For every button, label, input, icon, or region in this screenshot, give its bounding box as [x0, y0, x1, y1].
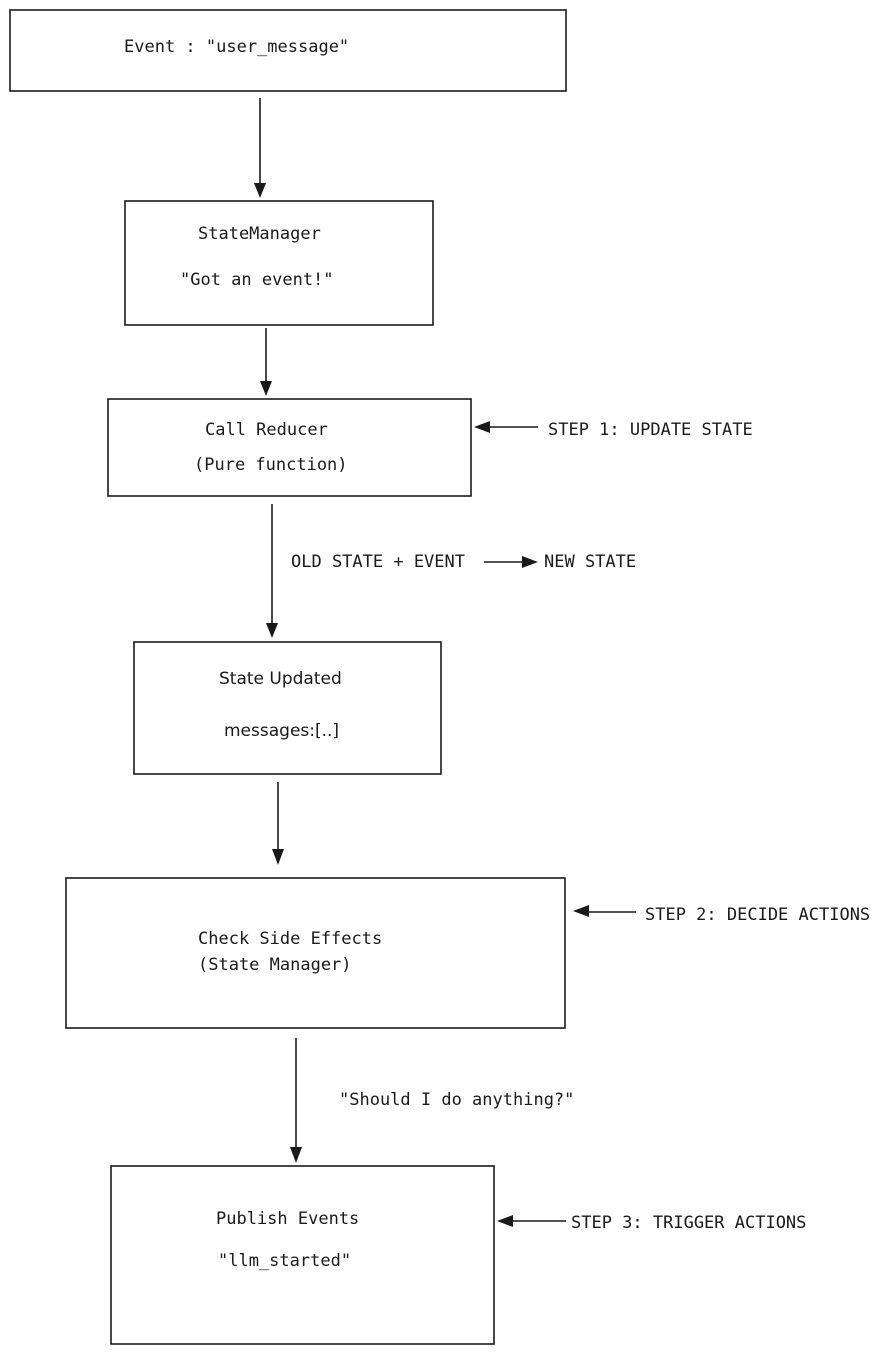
call-reducer-title: Call Reducer	[205, 420, 328, 440]
step3-label: STEP 3: TRIGGER ACTIONS	[571, 1213, 806, 1233]
step1-label: STEP 1: UPDATE STATE	[548, 420, 753, 440]
event-box	[9, 9, 567, 92]
arrow-event-to-statemanager	[254, 98, 266, 198]
state-updated-subtitle: messages:[..]	[224, 721, 339, 741]
check-side-effects-title: Check Side Effects	[198, 929, 382, 949]
old-state-event-label: OLD STATE + EVENT	[291, 552, 465, 572]
event-node: Event : "user_message"	[9, 9, 567, 92]
check-side-effects-node: Check Side Effects (State Manager)	[65, 877, 566, 1029]
state-updated-node: State Updated messages:[..]	[133, 641, 442, 775]
step1-annotation: STEP 1: UPDATE STATE	[474, 420, 753, 440]
call-reducer-subtitle: (Pure function)	[194, 455, 348, 475]
arrow-reducer-to-stateupdated	[266, 504, 278, 638]
step3-annotation: STEP 3: TRIGGER ACTIONS	[497, 1213, 806, 1233]
state-manager-node: StateManager "Got an event!"	[124, 200, 434, 326]
should-i-label: "Should I do anything?"	[339, 1090, 574, 1110]
state-updated-box	[133, 641, 442, 775]
state-updated-title: State Updated	[219, 669, 342, 689]
step2-label: STEP 2: DECIDE ACTIONS	[645, 905, 870, 925]
reducer-formula: OLD STATE + EVENT NEW STATE	[291, 552, 636, 572]
publish-events-box	[110, 1165, 495, 1345]
new-state-label: NEW STATE	[544, 552, 636, 572]
publish-events-title: Publish Events	[216, 1209, 359, 1229]
state-manager-title: StateManager	[198, 224, 321, 244]
state-manager-subtitle: "Got an event!"	[180, 270, 334, 290]
publish-events-node: Publish Events "llm_started"	[110, 1165, 495, 1345]
call-reducer-node: Call Reducer (Pure function)	[107, 398, 472, 497]
check-side-effects-box	[65, 877, 566, 1029]
publish-events-subtitle: "llm_started"	[218, 1251, 351, 1271]
check-side-effects-subtitle: (State Manager)	[198, 955, 352, 975]
call-reducer-box	[107, 398, 472, 497]
arrow-stateupdated-to-sideeffects	[272, 782, 284, 865]
step2-annotation: STEP 2: DECIDE ACTIONS	[573, 905, 870, 925]
state-manager-box	[124, 200, 434, 326]
event-label: Event : "user_message"	[124, 37, 349, 57]
arrow-sideeffects-to-publish	[290, 1038, 302, 1163]
arrow-statemanager-to-reducer	[260, 328, 272, 396]
